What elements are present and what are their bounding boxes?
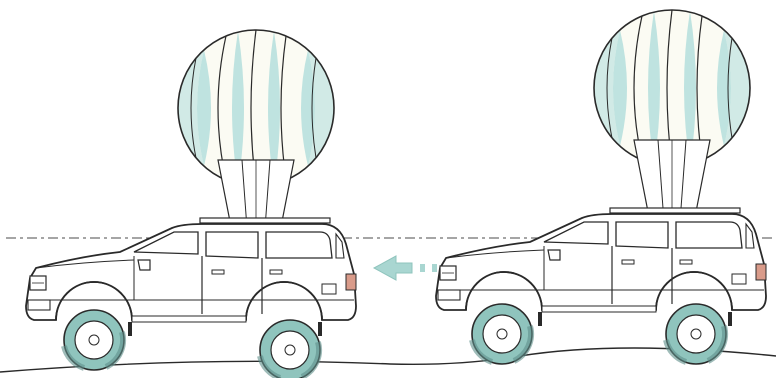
wheel-front-left — [64, 310, 124, 370]
wheel-rear-left — [260, 320, 320, 378]
scene-left — [26, 30, 356, 378]
scene-right — [436, 10, 766, 364]
wheel-front-right — [472, 304, 532, 364]
wheel-rear-right — [666, 304, 726, 364]
motion-arrow-icon — [374, 256, 437, 280]
